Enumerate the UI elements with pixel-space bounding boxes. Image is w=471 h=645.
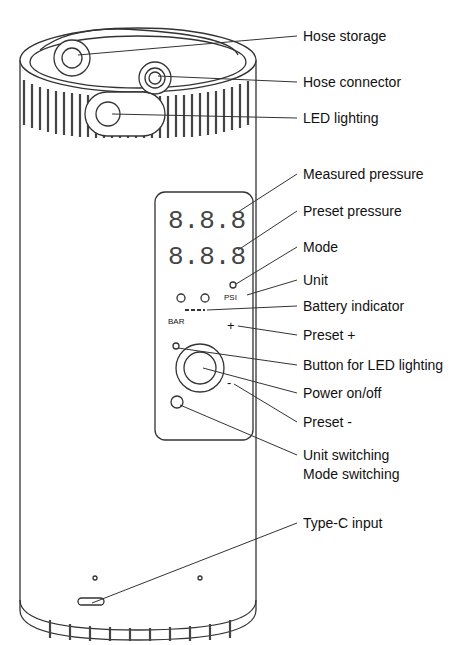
part-label: Preset pressure	[303, 203, 402, 219]
part-label: Button for LED lighting	[303, 357, 443, 373]
part-label: Hose storage	[303, 28, 386, 44]
unit-mark: PSI	[224, 293, 237, 302]
part-label: Hose connector	[303, 74, 401, 90]
button-symbol: -	[227, 376, 231, 391]
part-label: Power on/off	[303, 385, 381, 401]
part-label: Type-C input	[303, 515, 382, 531]
part-label: Unit	[303, 272, 328, 288]
part-label: Unit switching	[303, 447, 389, 463]
part-label: Preset -	[303, 414, 352, 430]
part-label: Mode switching	[303, 466, 400, 482]
part-label: Mode	[303, 239, 338, 255]
part-label: LED lighting	[303, 110, 379, 126]
part-label: Measured pressure	[303, 166, 424, 182]
part-label: Battery indicator	[303, 298, 404, 314]
display-digits: 8.8.8	[168, 207, 246, 237]
part-label: Preset +	[303, 327, 356, 343]
button-symbol: +	[227, 319, 235, 334]
unit-mark: BAR	[168, 317, 184, 326]
display-digits: 8.8.8	[168, 243, 246, 273]
